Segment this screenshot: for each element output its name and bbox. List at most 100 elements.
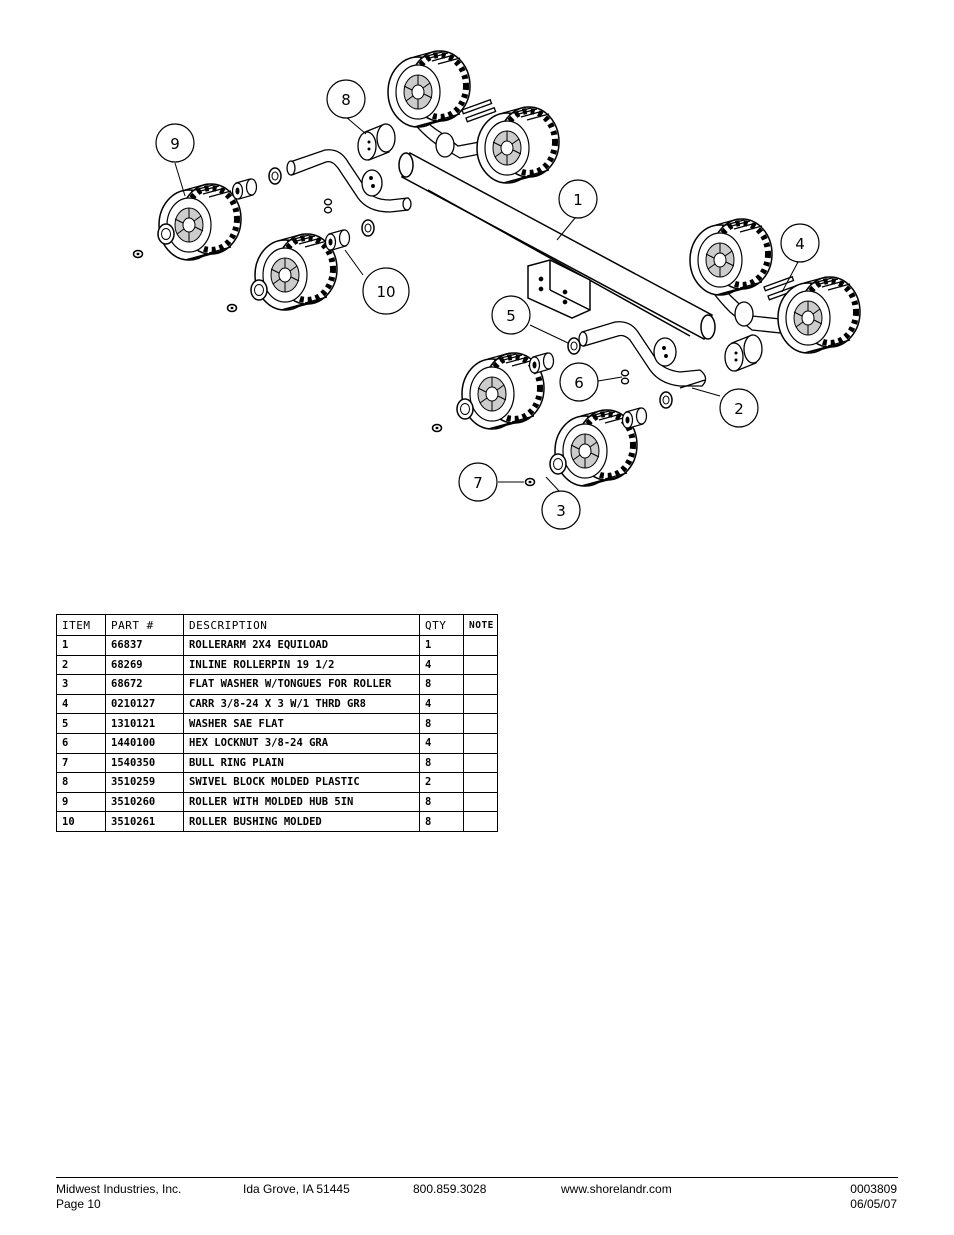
cell-item: 2 bbox=[56, 654, 106, 676]
swivel-block-lower bbox=[724, 334, 763, 372]
cell-qty: 8 bbox=[419, 713, 464, 734]
exploded-parts-diagram: 1 2 3 4 5 6 7 8 9 10 bbox=[132, 0, 954, 530]
svg-text:1: 1 bbox=[573, 191, 583, 209]
svg-text:8: 8 bbox=[341, 91, 351, 109]
sae-washer bbox=[361, 219, 375, 237]
footer-date: 06/05/07 bbox=[850, 1197, 897, 1211]
cell-item: 5 bbox=[56, 713, 106, 734]
cell-desc: ROLLER WITH MOLDED HUB 5IN bbox=[183, 791, 420, 813]
callout-5: 5 bbox=[491, 295, 531, 335]
cell-desc: ROLLERARM 2X4 EQUILOAD bbox=[183, 635, 420, 656]
footer-divider bbox=[56, 1177, 898, 1178]
bull-ring bbox=[431, 423, 443, 433]
flat-washer bbox=[456, 398, 474, 420]
svg-text:2: 2 bbox=[734, 400, 744, 418]
flat-washer bbox=[157, 223, 175, 245]
cell-desc: INLINE ROLLERPIN 19 1/2 bbox=[183, 654, 420, 676]
bull-ring bbox=[132, 249, 144, 259]
callout-3: 3 bbox=[541, 490, 581, 530]
table-header-row: ITEM PART # DESCRIPTION QTY NOTE bbox=[56, 614, 498, 636]
cell-qty: 8 bbox=[419, 752, 464, 774]
cell-item: 1 bbox=[56, 635, 106, 656]
cell-desc: CARR 3/8-24 X 3 W/1 THRD GR8 bbox=[183, 693, 420, 715]
roller-top-right bbox=[477, 107, 559, 183]
roller-top-left bbox=[388, 51, 470, 127]
callout-leaders bbox=[174, 116, 799, 493]
cell-note bbox=[463, 635, 498, 656]
cell-desc: HEX LOCKNUT 3/8-24 GRA bbox=[183, 732, 420, 754]
cell-desc: SWIVEL BLOCK MOLDED PLASTIC bbox=[183, 772, 420, 793]
header-description: DESCRIPTION bbox=[183, 614, 420, 636]
cell-part: 3510261 bbox=[105, 811, 184, 832]
cell-item: 4 bbox=[56, 693, 106, 715]
cell-qty: 8 bbox=[419, 811, 464, 832]
cell-desc: BULL RING PLAIN bbox=[183, 752, 420, 774]
cell-item: 6 bbox=[56, 732, 106, 754]
cell-desc: FLAT WASHER W/TONGUES FOR ROLLER bbox=[183, 674, 420, 695]
hex-locknut-pair bbox=[323, 198, 333, 214]
cell-qty: 4 bbox=[419, 654, 464, 676]
cell-item: 3 bbox=[56, 674, 106, 695]
cell-note bbox=[463, 791, 498, 813]
cell-item: 7 bbox=[56, 752, 106, 774]
bushing-bottom-upper bbox=[528, 352, 555, 374]
cell-note bbox=[463, 772, 498, 793]
roller-left-upper bbox=[159, 184, 241, 260]
cell-desc: ROLLER BUSHING MOLDED bbox=[183, 811, 420, 832]
hex-locknut-pair bbox=[620, 369, 630, 385]
cell-item: 8 bbox=[56, 772, 106, 793]
cell-note bbox=[463, 693, 498, 715]
cell-part: 1440100 bbox=[105, 732, 184, 754]
cell-qty: 2 bbox=[419, 772, 464, 793]
cell-part: 66837 bbox=[105, 635, 184, 656]
sae-washer bbox=[567, 337, 581, 355]
svg-text:7: 7 bbox=[473, 474, 483, 492]
flat-washer bbox=[250, 279, 268, 301]
roller-arm-bar bbox=[398, 151, 716, 341]
cell-part: 68269 bbox=[105, 654, 184, 676]
cell-note bbox=[463, 674, 498, 695]
svg-text:9: 9 bbox=[170, 135, 180, 153]
svg-text:6: 6 bbox=[574, 374, 584, 392]
callout-4: 4 bbox=[780, 223, 820, 263]
footer-company: Midwest Industries, Inc. bbox=[56, 1182, 182, 1196]
cell-part: 68672 bbox=[105, 674, 184, 695]
cell-qty: 8 bbox=[419, 791, 464, 813]
roller-left-lower bbox=[255, 234, 337, 310]
bull-ring bbox=[226, 303, 238, 313]
swivel-block-upper bbox=[357, 123, 396, 161]
callout-8: 8 bbox=[326, 79, 366, 119]
bushing-bottom-lower bbox=[621, 407, 648, 429]
cell-note bbox=[463, 654, 498, 676]
bushing-left-lower bbox=[324, 229, 351, 251]
sae-washer bbox=[268, 167, 282, 185]
svg-text:5: 5 bbox=[506, 307, 516, 325]
svg-text:4: 4 bbox=[795, 235, 805, 253]
cell-note bbox=[463, 811, 498, 832]
cell-part: 0210127 bbox=[105, 693, 184, 715]
footer-website: www.shorelandr.com bbox=[561, 1182, 672, 1196]
cell-desc: WASHER SAE FLAT bbox=[183, 713, 420, 734]
bushing-left-upper bbox=[231, 178, 258, 200]
cell-note bbox=[463, 713, 498, 734]
cell-qty: 4 bbox=[419, 693, 464, 715]
svg-text:10: 10 bbox=[376, 283, 395, 301]
bull-ring bbox=[524, 477, 536, 487]
callout-10: 10 bbox=[362, 267, 410, 315]
cell-part: 3510260 bbox=[105, 791, 184, 813]
callout-1: 1 bbox=[558, 179, 598, 219]
cell-part: 1540350 bbox=[105, 752, 184, 774]
cell-part: 3510259 bbox=[105, 772, 184, 793]
footer-page-number: Page 10 bbox=[56, 1197, 101, 1211]
